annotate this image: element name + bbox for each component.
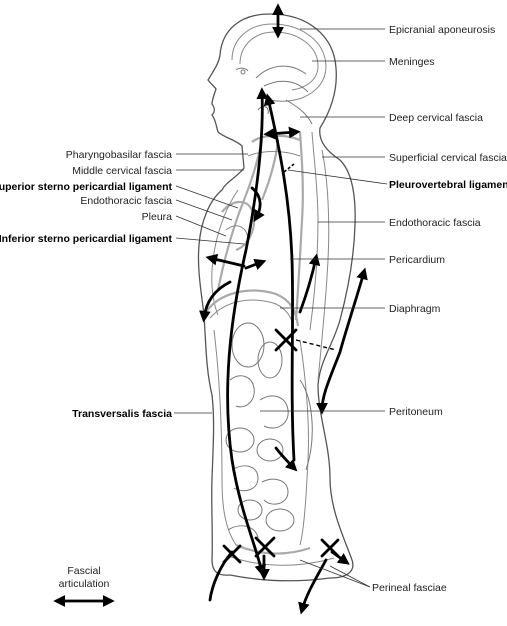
label-middle-cervical: Middle cervical fascia [72,165,172,177]
arrow-perineum-right-out [330,550,350,565]
legend: Fascial articulation [53,565,115,607]
arrow-main-axis [226,87,269,577]
label-meninges: Meninges [389,56,435,68]
arrow-perineum-cross-mid [254,536,276,558]
arrow-back-large [316,267,368,415]
label-endothoracic-right: Endothoracic fascia [389,217,481,229]
legend-line-2: articulation [59,578,110,590]
label-superficial-cervical: Superficial cervical fascia [389,152,507,164]
arrow-diaphragm-left [199,280,232,323]
arrow-diaphragm-cross [274,328,298,352]
arrow-perineum-right-down [298,558,328,615]
label-inferior-sterno: Inferior sterno pericardial ligament [0,233,173,245]
label-diaphragm: Diaphragm [389,303,441,315]
arrow-posterior-axis [263,93,296,462]
body-silhouette [197,13,356,582]
label-pleura: Pleura [142,211,173,223]
label-perineal: Perineal fasciae [372,582,447,594]
arrow-sterno-superior [250,186,265,223]
label-transversalis: Transversalis fascia [72,408,172,420]
label-superior-sterno: Superior sterno pericardial ligament [0,181,172,193]
label-pericardium: Pericardium [389,254,445,266]
arrow-pericardium-left [205,253,246,268]
arrow-neck-horizontal [263,126,301,140]
arrow-perineum-cross-left [222,544,242,564]
label-endothoracic-left: Endothoracic fascia [80,195,172,207]
label-deep-cervical: Deep cervical fascia [389,112,483,124]
organs [225,322,313,539]
leader-lines [174,28,388,588]
arrow-posterior-neck-dash [283,163,295,173]
fascial-layers [205,131,335,566]
fascial-arrows [199,3,368,615]
label-pleurovertebral: Pleurovertebral ligament [389,179,507,191]
label-peritoneum: Peritoneum [389,406,443,418]
arrow-pelvis-oblique [274,446,298,472]
legend-line-1: Fascial [67,565,100,577]
arrow-pericardium-mid [244,258,267,270]
label-pharyngobasilar: Pharyngobasilar fascia [66,149,172,161]
label-epicranial: Epicranial aponeurosis [389,24,495,36]
labels: Epicranial aponeurosis Meninges Deep cer… [0,24,507,594]
